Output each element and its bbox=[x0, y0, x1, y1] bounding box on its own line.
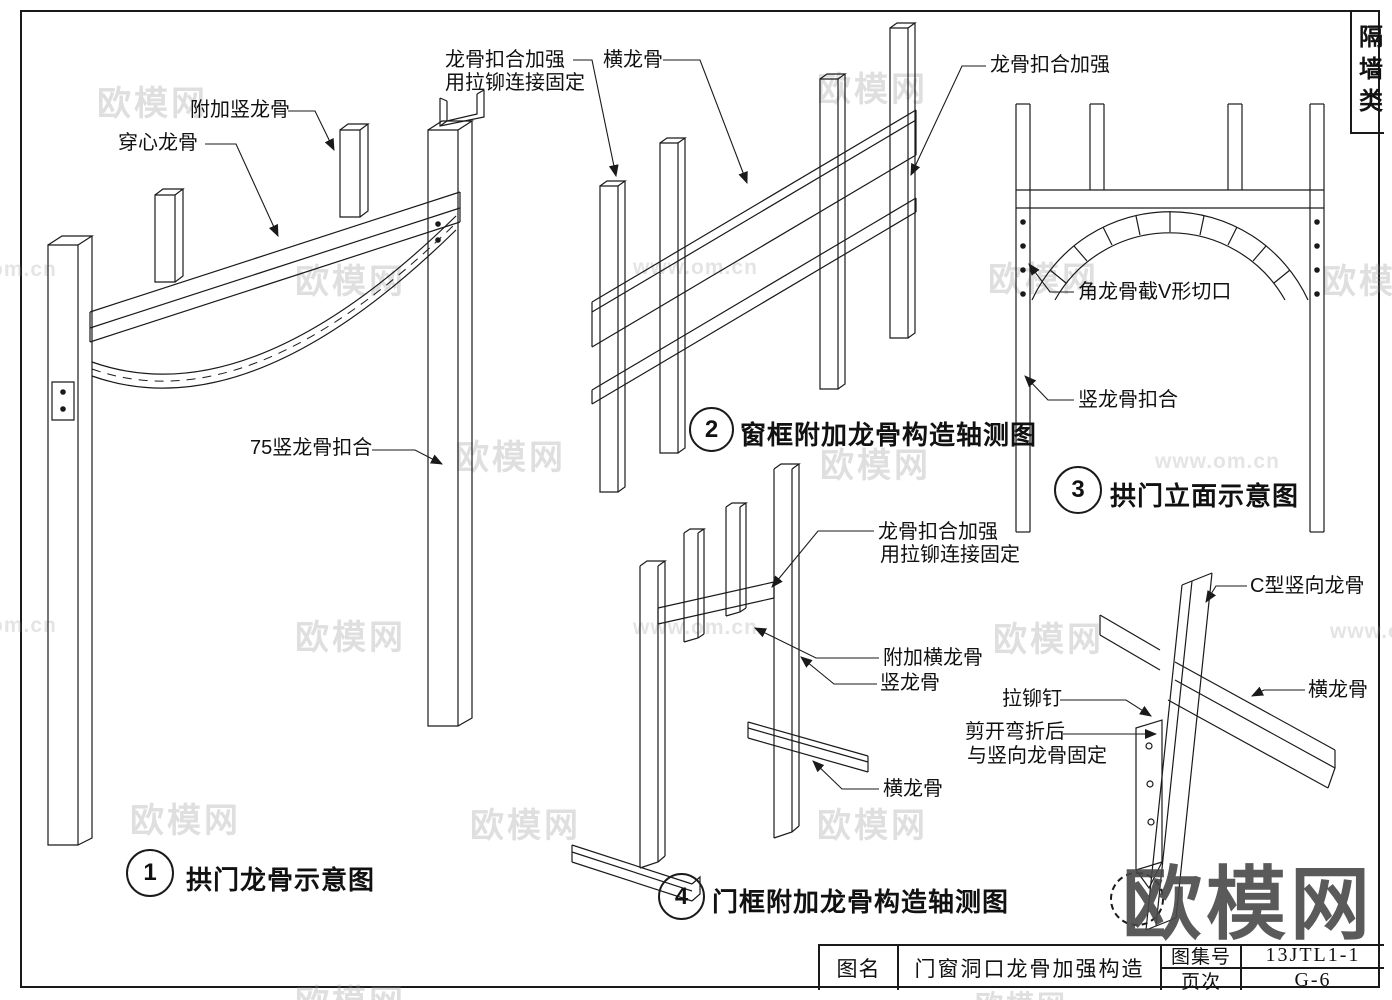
watermark-brand: 欧模网 bbox=[817, 71, 928, 109]
diagram-5-number bbox=[1110, 872, 1164, 926]
diagram-5-connection-detail bbox=[1099, 572, 1336, 931]
diagram-3-number-text: 3 bbox=[1071, 476, 1085, 503]
titleblock-atlas-label: 图集号 bbox=[1170, 947, 1231, 968]
diagram-1-arch-door-axon bbox=[47, 120, 475, 846]
titleblock-page-label: 页次 bbox=[1180, 972, 1221, 993]
label-rivet: 拉铆钉 bbox=[1002, 688, 1062, 710]
sheet-frame bbox=[20, 10, 1380, 988]
label-corner-keel-v-notch: 角龙骨截V形切口 bbox=[1078, 281, 1232, 303]
watermark-brand: 欧模网 bbox=[455, 439, 566, 477]
label-through-keel: 穿心龙骨 bbox=[118, 132, 198, 154]
titleblock-atlas-number: 13JTL1-1 bbox=[1265, 944, 1361, 966]
watermark-url: www.om.cn bbox=[1330, 620, 1392, 643]
diagram-1-number: 1 bbox=[126, 849, 174, 897]
watermark-brand: 欧模网 bbox=[817, 807, 928, 845]
label-keel-lock-reinforce-right: 龙骨扣合加强 bbox=[990, 54, 1110, 76]
watermark-brand: 欧模网 bbox=[988, 261, 1099, 299]
diagram-2-number: 2 bbox=[689, 407, 734, 452]
watermark-brand: 欧模网 bbox=[1322, 263, 1392, 301]
label-add-vertical-keel: 附加竖龙骨 bbox=[190, 99, 290, 121]
watermark-brand: 欧模网 bbox=[820, 447, 931, 485]
titleblock-mid-line bbox=[1160, 967, 1384, 969]
watermark-url: www.om.cn bbox=[633, 616, 758, 639]
label-add-horizontal-keel: 附加横龙骨 bbox=[883, 647, 983, 669]
watermark-brand: 欧模网 bbox=[470, 807, 581, 845]
label-d4-reinforce-line2: 用拉铆连接固定 bbox=[880, 544, 1020, 566]
label-d4-reinforce-line1: 龙骨扣合加强 bbox=[878, 521, 998, 543]
watermark-brand-large: 欧模网 bbox=[1122, 860, 1374, 949]
watermark-url-partial: om.cn bbox=[0, 614, 57, 637]
titleblock-vline-1 bbox=[818, 944, 820, 990]
watermark-url: www.om.cn bbox=[1155, 450, 1280, 473]
titleblock-top-line bbox=[818, 944, 1384, 946]
diagram-1-number-text: 1 bbox=[143, 859, 157, 886]
watermark-brand: 欧模网 bbox=[975, 984, 1068, 1000]
diagram-2-window-frame-axon bbox=[439, 22, 917, 493]
watermark-brand: 欧模网 bbox=[295, 975, 406, 1000]
label-horizontal-keel-d4: 横龙骨 bbox=[883, 778, 943, 800]
watermark-brand: 欧模网 bbox=[993, 621, 1104, 659]
category-tab-partition-wall: 隔墙类 bbox=[1350, 12, 1384, 134]
diagram-4-number: 4 bbox=[658, 873, 705, 920]
watermark-brand: 欧模网 bbox=[130, 802, 241, 840]
label-keel-lock-reinforce-line2: 用拉铆连接固定 bbox=[445, 72, 585, 94]
label-vertical-keel: 竖龙骨 bbox=[880, 672, 940, 694]
titleblock-drawing-name: 门窗洞口龙骨加强构造 bbox=[914, 958, 1145, 981]
label-horizontal-keel-d5: 横龙骨 bbox=[1308, 679, 1368, 701]
label-keel-lock-reinforce-line1: 龙骨扣合加强 bbox=[445, 49, 565, 71]
diagram-4-title: 门框附加龙骨构造轴测图 bbox=[712, 887, 1010, 917]
watermark-url-partial: om.cn bbox=[0, 258, 57, 281]
label-vertical-keel-lock: 竖龙骨扣合 bbox=[1078, 389, 1178, 411]
diagram-2-title: 窗框附加龙骨构造轴测图 bbox=[740, 420, 1038, 450]
diagram-3-number: 3 bbox=[1054, 466, 1102, 514]
watermark-brand: 欧模网 bbox=[97, 85, 208, 123]
titleblock-vline-2 bbox=[897, 944, 899, 990]
diagram-3-arch-elevation bbox=[1015, 103, 1325, 533]
diagram-1-title: 拱门龙骨示意图 bbox=[186, 865, 376, 895]
diagram-4-number-text: 4 bbox=[674, 882, 689, 910]
watermark-url: www.om.cn bbox=[633, 256, 758, 279]
titleblock-page-number: G-6 bbox=[1294, 969, 1332, 991]
diagram-3-title: 拱门立面示意图 bbox=[1110, 481, 1300, 511]
leader-lines bbox=[205, 59, 1305, 790]
label-cut-bend-line1: 剪开弯折后 bbox=[965, 721, 1065, 743]
label-horizontal-keel-d2: 横龙骨 bbox=[603, 49, 663, 71]
diagram-4-door-frame-axon bbox=[571, 463, 869, 902]
label-c-type-vertical-keel: C型竖向龙骨 bbox=[1250, 575, 1365, 597]
titleblock-name-label: 图名 bbox=[836, 958, 881, 981]
label-cut-bend-line2: 与竖向龙骨固定 bbox=[967, 745, 1107, 767]
label-75-vertical-keel-lock: 75竖龙骨扣合 bbox=[250, 437, 373, 459]
diagram-2-number-text: 2 bbox=[704, 415, 719, 443]
watermark-brand: 欧模网 bbox=[295, 619, 406, 657]
